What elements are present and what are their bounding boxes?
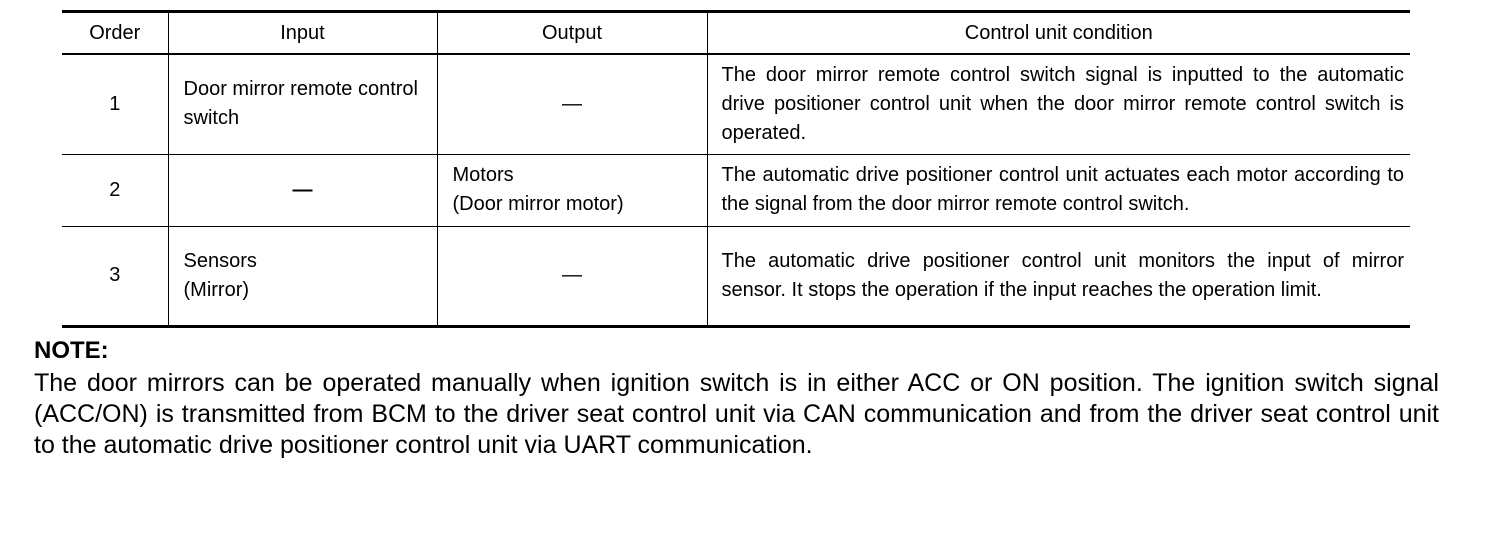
input-line: Sensors [183,249,257,272]
table-header-row: Order Input Output Control unit conditio… [62,11,1410,55]
input-line: (Mirror) [183,278,250,301]
header-input: Input [167,11,437,55]
output-cell: — [436,225,707,326]
order-cell: 3 [62,225,168,326]
table-row: 1 Door mirror remote control switch — Th… [62,53,1410,154]
condition-cell: The automatic drive positioner control u… [706,153,1410,226]
condition-cell: The automatic drive positioner control u… [706,225,1410,326]
condition-cell: The door mirror remote control switch si… [706,53,1410,154]
input-cell: — [167,153,437,226]
input-cell: Door mirror remote control switch [167,53,437,154]
input-cell: Sensors (Mirror) [167,225,437,326]
output-cell: — [436,53,707,154]
output-line: Motors [452,164,514,186]
control-unit-table: Order Input Output Control unit conditio… [62,10,1410,328]
header-control-unit-condition: Control unit condition [706,11,1410,55]
order-cell: 2 [62,153,168,226]
output-line: (Door mirror motor) [452,193,624,215]
header-order: Order [62,11,168,55]
order-cell: 1 [62,53,168,154]
note-text: The door mirrors can be operated manuall… [34,369,1439,459]
table-row: 3 Sensors (Mirror) — The automatic drive… [62,225,1410,326]
note-title: NOTE: [34,337,109,364]
output-cell: Motors (Door mirror motor) [436,153,707,226]
table-row: 2 — Motors (Door mirror motor) The autom… [62,153,1410,226]
header-output: Output [436,11,707,55]
